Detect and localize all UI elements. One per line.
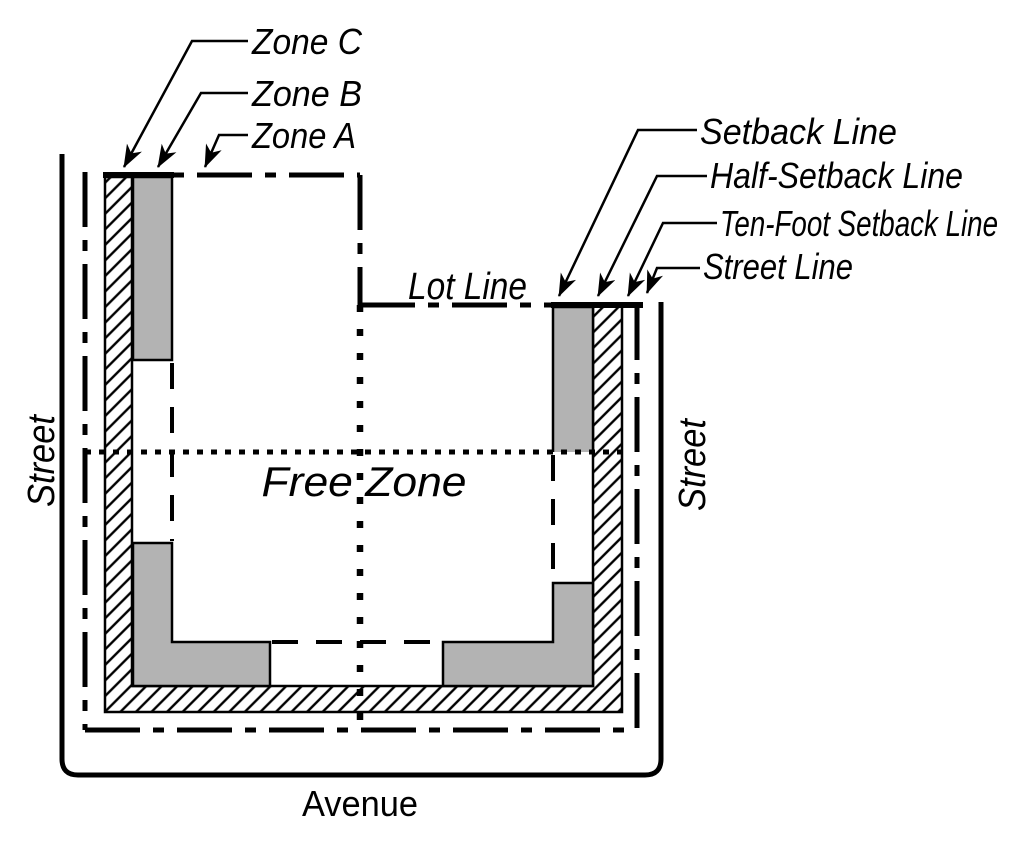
zone-a-label: Zone A (251, 115, 356, 156)
street-line-leader-arrow (645, 266, 700, 294)
street-line-label: Street Line (703, 246, 853, 287)
street-left-label: Street (21, 414, 63, 507)
lot-line (105, 172, 643, 308)
zone-c-hatched-area (103, 175, 624, 714)
zone-b-area-bottom-right (441, 581, 595, 688)
half-setback-line-label: Half-Setback Line (710, 155, 963, 196)
zone-a-leader-arrow (203, 133, 248, 168)
zone-b-area-bottom-left (131, 541, 272, 688)
ten-foot-setback-line-leader-arrow (626, 221, 717, 297)
street-right-label: Street (672, 418, 714, 511)
street-curb-edge (59, 154, 664, 778)
street-line (82, 172, 640, 733)
setback-line-leader-arrow (557, 128, 697, 297)
zone-c-leader-arrow (122, 39, 248, 168)
free-zone-label: Free Zone (262, 458, 467, 505)
avenue-label: Avenue (302, 783, 418, 824)
half-setback-line-leader-arrow (596, 174, 707, 297)
zone-b-leader-arrow (156, 91, 248, 168)
zone-c-label: Zone C (251, 21, 363, 62)
zone-b-area-top-right (551, 305, 595, 452)
lot-line-label: Lot Line (408, 266, 527, 308)
ten-foot-setback-line-label: Ten-Foot Setback Line (720, 203, 998, 244)
zone-b-area-top-left (131, 175, 174, 362)
zone-b-label: Zone B (251, 73, 362, 114)
setback-line-label: Setback Line (700, 111, 897, 152)
